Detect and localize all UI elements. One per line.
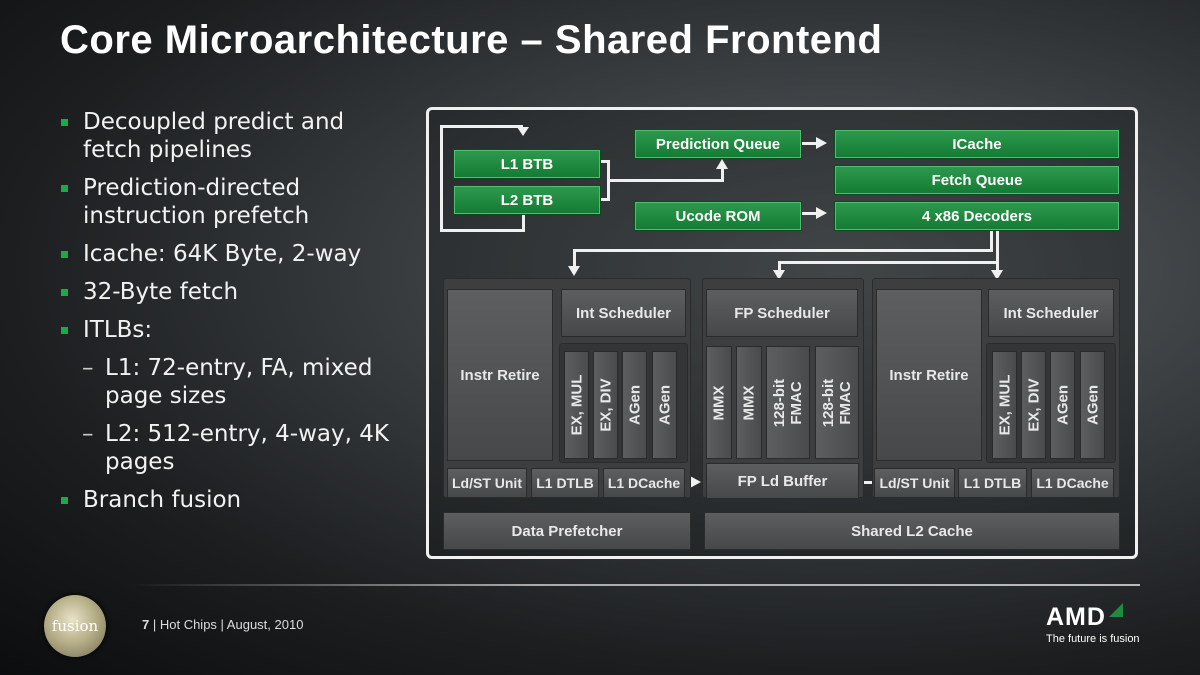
- ex-div-unit: EX, DIV: [1021, 351, 1046, 459]
- fp-scheduler-block: FP Scheduler: [706, 289, 858, 337]
- l1-dtlb-block: L1 DTLB: [531, 468, 599, 498]
- amd-logo: AMD: [1046, 603, 1123, 632]
- arrow-down-icon: [517, 127, 529, 136]
- agen-unit: AGen: [1050, 351, 1075, 459]
- l1-dcache-block: L1 DCache: [603, 468, 685, 498]
- arrow-right-icon: [690, 476, 701, 488]
- ex-div-unit: EX, DIV: [593, 351, 618, 459]
- bullet-item: Prediction-directed instruction prefetch: [60, 174, 400, 230]
- fetch-queue-block: Fetch Queue: [834, 165, 1120, 195]
- amd-arrow-icon: [1108, 603, 1123, 617]
- prediction-queue-block: Prediction Queue: [634, 129, 802, 159]
- slide-title: Core Microarchitecture – Shared Frontend: [60, 18, 883, 62]
- fusion-logo: fusion: [44, 595, 106, 657]
- bullet-item: Decoupled predict and fetch pipelines: [60, 108, 400, 164]
- arrow-up-icon: [716, 159, 728, 169]
- mmx-unit: MMX: [736, 346, 762, 459]
- fmac-unit: 128-bit FMAC: [766, 346, 810, 459]
- footer-text: 7 | Hot Chips | August, 2010: [142, 617, 303, 632]
- bullet-list: Decoupled predict and fetch pipelines Pr…: [60, 108, 400, 524]
- arrow-right-icon: [816, 137, 827, 149]
- arrow-right-icon: [816, 207, 827, 219]
- icache-block: ICache: [834, 129, 1120, 159]
- ucode-rom-block: Ucode ROM: [634, 201, 802, 231]
- sub-bullet-item: L2: 512-entry, 4-way, 4K pages: [60, 420, 400, 476]
- l1-btb-block: L1 BTB: [453, 149, 601, 179]
- decoders-block: 4 x86 Decoders: [834, 201, 1120, 231]
- ldst-unit-block: Ld/ST Unit: [447, 468, 527, 498]
- ldst-unit-block: Ld/ST Unit: [874, 468, 955, 498]
- footer-divider: [130, 584, 1140, 586]
- arrow-down-icon: [991, 270, 1003, 280]
- instr-retire-block: Instr Retire: [447, 289, 553, 461]
- agen-unit: AGen: [1080, 351, 1105, 459]
- bullet-item: Icache: 64K Byte, 2-way: [60, 240, 400, 268]
- ex-mul-unit: EX, MUL: [564, 351, 589, 459]
- l1-dtlb-block: L1 DTLB: [958, 468, 1027, 498]
- bullet-item: 32-Byte fetch: [60, 278, 400, 306]
- mmx-unit: MMX: [706, 346, 732, 459]
- agen-unit: AGen: [652, 351, 677, 459]
- shared-l2-cache-block: Shared L2 Cache: [704, 512, 1120, 550]
- l2-btb-block: L2 BTB: [453, 185, 601, 215]
- arrow-down-icon: [773, 270, 785, 280]
- bullet-item: ITLBs:: [60, 316, 400, 344]
- l1-dcache-block: L1 DCache: [1031, 468, 1114, 498]
- int-scheduler-block: Int Scheduler: [988, 289, 1114, 337]
- footer-caption: | Hot Chips | August, 2010: [152, 617, 304, 632]
- data-prefetcher-block: Data Prefetcher: [443, 512, 691, 550]
- fmac-unit: 128-bit FMAC: [815, 346, 859, 459]
- page-number: 7: [142, 617, 150, 632]
- ex-mul-unit: EX, MUL: [992, 351, 1017, 459]
- arrow-down-icon: [568, 266, 580, 276]
- fp-ld-buffer-block: FP Ld Buffer: [706, 463, 859, 499]
- int-scheduler-block: Int Scheduler: [561, 289, 686, 337]
- bullet-item: Branch fusion: [60, 486, 400, 514]
- agen-unit: AGen: [622, 351, 647, 459]
- amd-tagline: The future is fusion: [1046, 633, 1140, 645]
- sub-bullet-item: L1: 72-entry, FA, mixed page sizes: [60, 354, 400, 410]
- instr-retire-block: Instr Retire: [876, 289, 982, 461]
